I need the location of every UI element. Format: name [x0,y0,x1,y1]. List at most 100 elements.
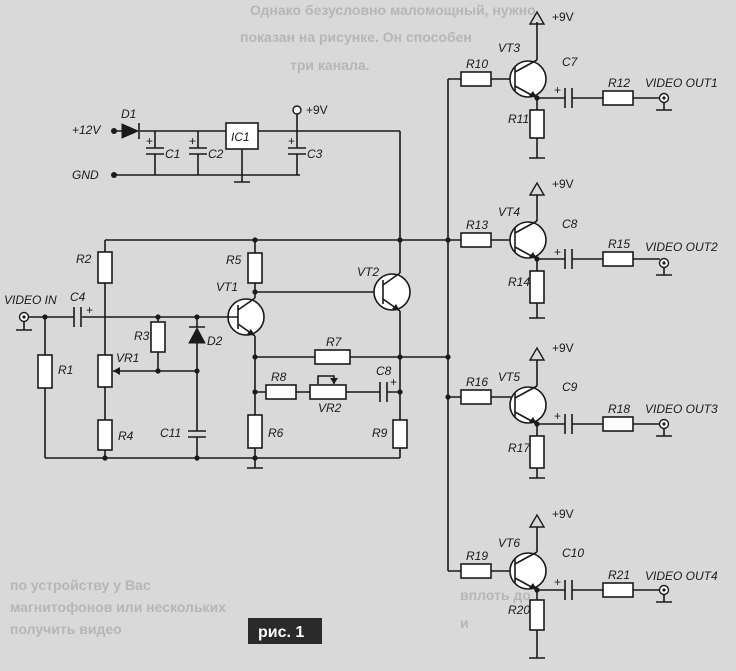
label-r4: R4 [118,429,134,443]
label-supply-12v: +12V [72,123,101,137]
label-d2: D2 [207,334,223,348]
label-vt6: VT6 [498,536,520,550]
label-r7: R7 [326,335,343,349]
label-c9: C9 [562,380,578,394]
bg-text-right-1: вплоть до [460,587,531,603]
label-r2: R2 [76,252,92,266]
label-c3: C3 [307,147,323,161]
bg-text-top-1: Однако безусловно маломощный, нужно [250,2,536,18]
label-vr2: VR2 [318,401,342,415]
label-r18: R18 [608,402,630,416]
resistor-r3: R3 [134,314,166,371]
label-c8-out: C8 [562,217,578,231]
label-c10: C10 [562,546,584,560]
capacitor-c4: C4 + [70,290,93,327]
potentiometer-vr1: VR1 [97,351,200,420]
label-video-out1: VIDEO OUT1 [645,76,718,90]
label-video-out3: VIDEO OUT3 [645,402,718,416]
label-r3: R3 [134,329,150,343]
label-gnd: GND [72,168,99,182]
label-r20: R20 [508,603,530,617]
diode-d2: D2 [188,314,223,371]
capacitor-c3: + C3 [288,131,323,175]
label-r19: R19 [466,549,488,563]
label-c1: C1 [165,147,180,161]
resistor-r4: R4 [97,419,134,458]
bg-text-top-3: три канала. [290,57,370,73]
label-r12: R12 [608,76,630,90]
svg-text:+: + [554,575,561,589]
output-buffer-3: R16 VT5 +9V R17 + C9 R18 VIDEO OUT3 [448,341,718,479]
label-vt2: VT2 [357,265,379,279]
resistor-r2: R2 [76,240,113,355]
label-c7: C7 [562,55,579,69]
power-supply: +12V GND D1 + C1 + C2 IC1 [72,103,401,240]
capacitor-c2: + C2 [189,131,224,175]
capacitor-c1: + C1 [146,131,180,175]
label-c4: C4 [70,290,86,304]
label-r16: R16 [466,375,488,389]
label-r11: R11 [508,112,529,126]
label-video-out4: VIDEO OUT4 [645,569,718,583]
resistor-r5: R5 [226,240,263,298]
transistor-vt2: VT2 [357,240,411,458]
label-ic1: IC1 [231,130,250,144]
svg-text:+: + [146,134,153,148]
resistor-r6: R6 [247,414,284,449]
capacitor-c11: C11 [160,371,206,458]
svg-text:+: + [390,375,397,389]
label-c2: C2 [208,147,224,161]
bg-text-left-2: магнитофонов или нескольких [10,599,226,615]
label-supply-9v-3: +9V [552,341,574,355]
label-vr1: VR1 [116,351,139,365]
label-video-out2: VIDEO OUT2 [645,240,718,254]
label-d1: D1 [121,107,136,121]
label-r1: R1 [58,363,73,377]
svg-text:+: + [86,303,93,317]
label-c8: C8 [376,364,392,378]
bg-text-right-2: и [460,615,469,631]
transistor-vt1: VT1 [148,280,265,337]
label-supply-9v-4: +9V [552,507,574,521]
label-c11: C11 [160,426,181,440]
label-video-in: VIDEO IN [4,293,57,307]
label-r8: R8 [271,370,287,384]
capacitor-c8: C8 + [376,364,400,402]
label-supply-9v-2: +9V [552,177,574,191]
potentiometer-vr2: VR2 [309,375,380,415]
label-vt3: VT3 [498,41,520,55]
label-r10: R10 [466,57,488,71]
figure-caption-text: рис. 1 [258,624,304,641]
output-buffer-4: R19 VT6 +9V R20 + C10 R21 VIDEO OUT4 [448,507,718,659]
resistor-r1: R1 [37,317,73,458]
diode-d1: D1 [121,107,140,139]
label-supply-9v-main: +9V [306,103,328,117]
label-vt5: VT5 [498,370,520,384]
output-buffer-2: R13 VT4 +9V R14 + C8 R15 VIDEO OUT2 [448,177,718,319]
resistor-r8: R8 [255,370,310,400]
resistor-r7: R7 [255,335,400,365]
bg-text-top-2: показан на рисунке. Он способен [240,29,472,45]
label-vt4: VT4 [498,205,520,219]
output-buffer-1: R10 VT3 +9V R11 + C7 R12 VIDEO OUT1 [448,10,718,159]
label-r17: R17 [508,441,531,455]
svg-text:+: + [189,134,196,148]
svg-text:+: + [554,83,561,97]
bg-text-left-3: получить видео [10,621,122,637]
label-vt1: VT1 [216,280,238,294]
label-r14: R14 [508,275,530,289]
label-r21: R21 [608,568,630,582]
resistor-r9: R9 [372,419,408,449]
input-stage: VIDEO IN C4 + R1 R2 [4,237,448,469]
svg-text:+: + [554,409,561,423]
label-r6: R6 [268,426,284,440]
label-r5: R5 [226,253,242,267]
regulator-ic1: IC1 [225,122,259,183]
label-r13: R13 [466,218,488,232]
label-supply-9v-1: +9V [552,10,574,24]
figure-caption: рис. 1 [248,618,322,644]
label-r15: R15 [608,237,630,251]
bg-text-left-1: по устройству у Вас [10,577,151,593]
